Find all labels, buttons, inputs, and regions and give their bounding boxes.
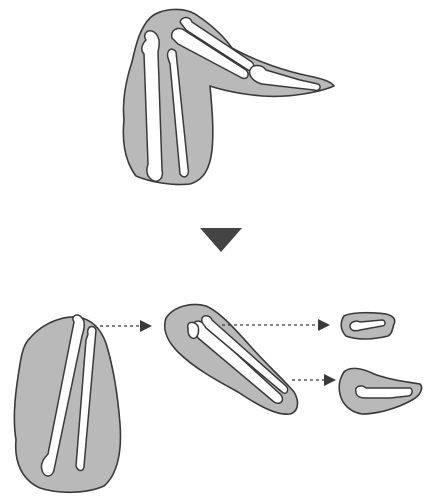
dashed-right-arrow-icon [292, 374, 336, 386]
forearm-joint [188, 322, 199, 338]
dashed-right-arrow-icon [222, 319, 330, 331]
hand-piece-small [341, 313, 395, 339]
down-triangle-icon [200, 228, 242, 252]
upper-arm-piece [14, 315, 120, 492]
hand-piece-large [339, 368, 421, 414]
forearm-piece [165, 305, 298, 415]
dashed-right-arrow-icon [100, 320, 152, 332]
hand-large-bone [356, 386, 412, 398]
whole-wing [123, 9, 334, 184]
